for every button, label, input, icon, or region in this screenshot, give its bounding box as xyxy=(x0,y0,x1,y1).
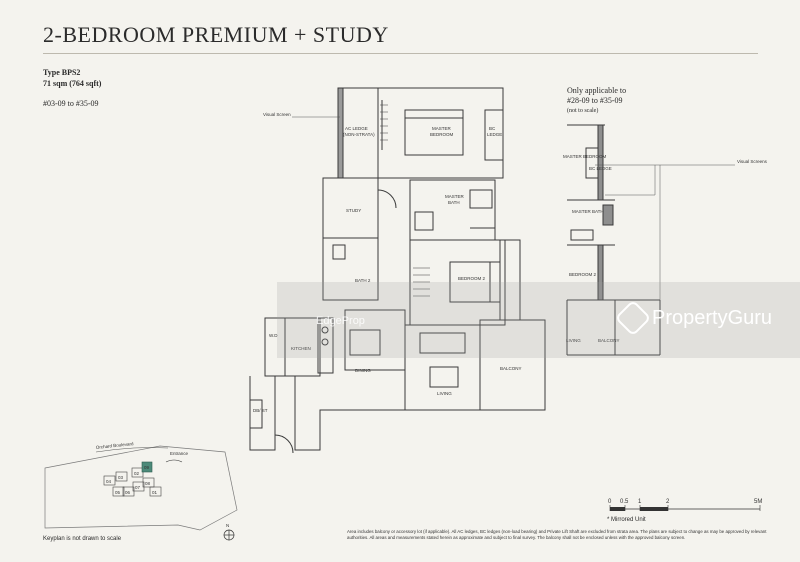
label-master-bedroom-2: BEDROOM xyxy=(430,132,454,137)
label-ac-ledge: AC LEDGE xyxy=(345,126,368,131)
keyplan-north: N xyxy=(226,523,229,528)
watermark-center: EdgeProp xyxy=(316,315,365,327)
label-master-bath-2: BATH xyxy=(448,200,460,205)
label-bedroom2: BEDROOM 2 xyxy=(458,276,486,281)
scale-tick: 0 xyxy=(608,499,612,505)
unit-info: Type BPS2 71 sqm (764 sqft) #03-09 to #3… xyxy=(43,67,101,109)
keyplan-caption: Keyplan is not drawn to scale xyxy=(43,536,122,542)
alt-plan-line3: (not to scale) xyxy=(567,108,599,114)
unit-range: #03-09 to #35-09 xyxy=(43,99,99,108)
alt-label-bc: BC LEDGE xyxy=(589,166,612,171)
watermark-band xyxy=(277,282,800,358)
label-master-bedroom: MASTER xyxy=(432,126,452,131)
alt-label-balcony: BALCONY xyxy=(598,338,620,343)
label-bc-ledge: BC xyxy=(489,126,496,131)
scale-tick: 2 xyxy=(666,499,670,505)
scale-tick: 5M xyxy=(754,499,762,505)
label-master-bath: MASTER xyxy=(445,194,465,199)
label-study: STUDY xyxy=(346,208,361,213)
label-wd: W.D xyxy=(269,333,278,338)
page-title: 2-BEDROOM PREMIUM + STUDY xyxy=(43,22,389,47)
label-visual-screen: Visual Screen xyxy=(263,112,291,117)
keyplan-block: 04 xyxy=(106,479,112,484)
alt-label-master-bath: MASTER BATH xyxy=(572,209,604,214)
label-non-strata: (NON-STRATA) xyxy=(343,132,375,137)
watermark: PropertyGuru xyxy=(614,299,773,337)
alt-plan-note: Only applicable to #28-09 to #35-09 (not… xyxy=(567,86,626,116)
label-dbst: DB/ ST xyxy=(253,408,268,413)
scale-tick: 0.5 xyxy=(620,499,629,505)
watermark-brand: PropertyGuru xyxy=(652,306,773,329)
keyplan-block: 05 xyxy=(115,490,121,495)
label-bath2: BATH 2 xyxy=(355,278,371,283)
label-kitchen: KITCHEN xyxy=(291,346,311,351)
keyplan: Orchard Boulevard Entrance N 04 03 02 05… xyxy=(44,441,238,541)
keyplan-road: Orchard Boulevard xyxy=(96,441,135,450)
propertyguru-logo-icon xyxy=(614,299,652,337)
alt-plan-leaders xyxy=(595,164,735,300)
label-bc-ledge-2: LEDGE xyxy=(487,132,502,137)
unit-area: 71 sqm (764 sqft) xyxy=(43,79,102,88)
label-dining: DINING xyxy=(355,368,371,373)
keyplan-block: 08 xyxy=(145,481,151,486)
keyplan-block: 02 xyxy=(134,471,140,476)
keyplan-block: 07 xyxy=(135,485,141,490)
alt-plan-line2: #28-09 to #35-09 xyxy=(567,96,623,105)
scale-tick: 1 xyxy=(638,499,642,505)
alt-plan-line1: Only applicable to xyxy=(567,86,627,95)
alt-plan-walls xyxy=(566,124,661,356)
keyplan-block: 09 xyxy=(144,465,150,470)
label-balcony: BALCONY xyxy=(500,366,522,371)
mirrored-note: * Mirrored Unit xyxy=(607,517,646,523)
title-divider xyxy=(43,53,758,54)
main-plan-walls xyxy=(249,87,546,454)
alt-label-bedroom2: BEDROOM 2 xyxy=(569,272,597,277)
footnote: Area includes balcony or accessory lot (… xyxy=(347,529,767,540)
keyplan-block: 01 xyxy=(152,490,158,495)
scale-bar: 0 0.5 1 2 5M xyxy=(608,499,762,511)
alt-label-visual-screens: Visual Screens xyxy=(737,159,768,164)
alt-label-master-bedroom: MASTER BEDROOM xyxy=(563,154,607,159)
keyplan-block: 03 xyxy=(118,475,124,480)
alt-label-living: LIVING xyxy=(566,338,581,343)
keyplan-block: 06 xyxy=(125,490,131,495)
label-living: LIVING xyxy=(437,391,452,396)
unit-type: Type BPS2 xyxy=(43,68,81,77)
keyplan-entrance: Entrance xyxy=(170,451,189,456)
